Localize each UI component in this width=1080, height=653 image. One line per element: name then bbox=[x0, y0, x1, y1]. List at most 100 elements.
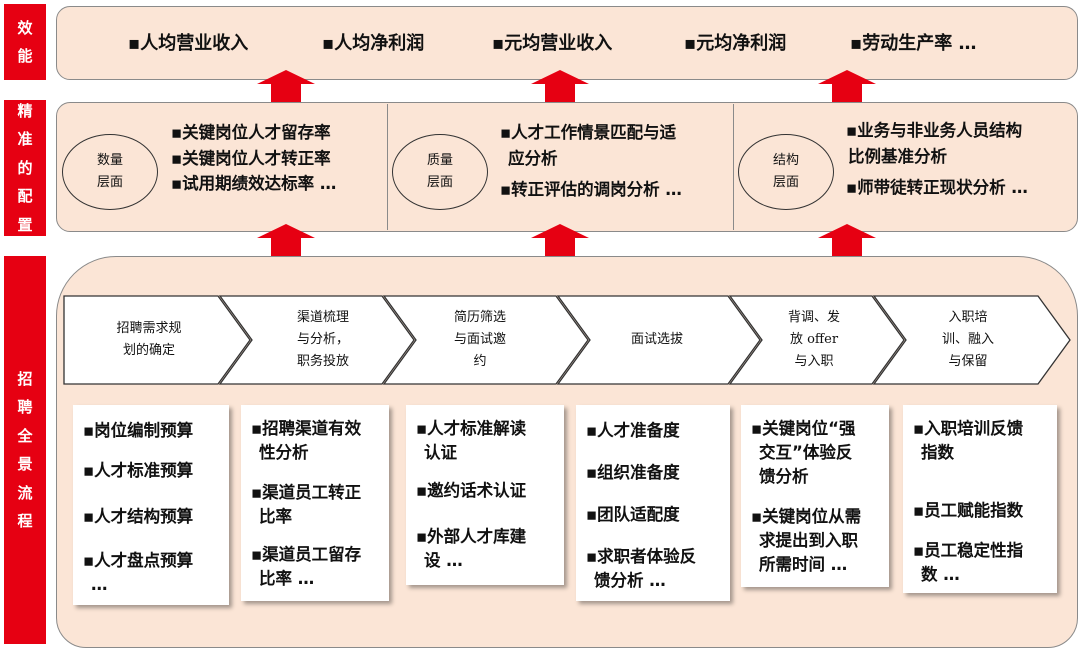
circle-label: 结构 bbox=[772, 152, 799, 168]
side-label-char: 精 bbox=[17, 101, 33, 120]
side-label-char: 全 bbox=[17, 426, 33, 445]
list-item: ▪关键岗位人才转正率 bbox=[171, 148, 331, 168]
step-training-retention: 入职培训、融入与保留 bbox=[908, 296, 1028, 384]
box-item: ▪人才标准预算 bbox=[83, 459, 223, 483]
metric-per-capita-revenue: ▪人均营业收入 bbox=[128, 33, 249, 54]
box-item: ▪入职培训反馈指数 bbox=[913, 417, 1051, 465]
box-item: ▪员工稳定性指数 … bbox=[913, 539, 1051, 587]
side-label-char: 的 bbox=[17, 158, 33, 177]
allocation-divider bbox=[733, 104, 734, 230]
circle-label: 质量 bbox=[426, 152, 453, 168]
text-line: ▪人才盘点预算 bbox=[83, 551, 194, 570]
up-arrow-icon bbox=[257, 224, 315, 260]
text-line: ▪招聘渠道有效 bbox=[251, 419, 362, 438]
box-training-retention: ▪入职培训反馈指数 ▪员工赋能指数 ▪员工稳定性指数 … bbox=[903, 405, 1057, 593]
text-line: 数 … bbox=[921, 564, 960, 584]
text-line: ▪外部人才库建 bbox=[416, 527, 527, 546]
side-label-efficiency: 效能 bbox=[4, 4, 46, 80]
step-resume-screening: 简历筛选与面试邀约 bbox=[420, 296, 540, 384]
text-line: 职务投放 bbox=[296, 354, 349, 370]
quality-dimension-circle: 质量 层面 bbox=[392, 134, 488, 210]
up-arrow-icon bbox=[818, 224, 876, 260]
box-channel-sourcing: ▪招聘渠道有效性分析 ▪渠道员工转正比率 ▪渠道员工留存比率 … bbox=[241, 405, 389, 601]
box-item: ▪关键岗位“强交互”体验反馈分析 bbox=[751, 417, 883, 489]
allocation-divider bbox=[387, 104, 388, 230]
text-line: 所需时间 … bbox=[759, 554, 848, 574]
up-arrow-icon bbox=[531, 224, 589, 260]
list-item: ▪师带徒转正现状分析 … bbox=[846, 178, 1028, 198]
text-line: 比率 … bbox=[259, 568, 315, 588]
text-line: 面试选拔 bbox=[630, 331, 683, 347]
text-line: 放 offer bbox=[789, 331, 839, 347]
box-item: ▪求职者体验反馈分析 … bbox=[586, 545, 724, 593]
box-item: ▪邀约话术认证 bbox=[416, 479, 558, 503]
metric-per-capita-profit: ▪人均净利润 bbox=[322, 33, 425, 54]
quantity-metrics: ▪关键岗位人才留存率 ▪关键岗位人才转正率 ▪试用期绩效达标率 … bbox=[171, 120, 336, 197]
text-line: 馈分析 … bbox=[594, 570, 666, 590]
text-line: ▪入职培训反馈 bbox=[913, 419, 1024, 438]
circle-label: 数量 bbox=[96, 152, 123, 168]
text-line: 简历筛选 bbox=[453, 309, 506, 325]
side-label-char: 效 bbox=[17, 18, 33, 37]
text-line: ▪人才标准解读 bbox=[416, 419, 527, 438]
text-line: ▪组织准备度 bbox=[586, 463, 680, 482]
text-line: 渠道梳理 bbox=[296, 309, 349, 325]
up-arrow-icon bbox=[531, 70, 589, 106]
efficiency-panel bbox=[56, 6, 1078, 80]
box-item: ▪团队适配度 bbox=[586, 503, 724, 527]
box-item: ▪员工赋能指数 bbox=[913, 499, 1051, 523]
side-label-char: 景 bbox=[17, 455, 33, 473]
text-line: 与保留 bbox=[948, 354, 988, 370]
text-line: ▪人才准备度 bbox=[586, 421, 680, 440]
side-label-char: 准 bbox=[17, 130, 33, 149]
text-line: ▪邀约话术认证 bbox=[416, 481, 527, 500]
box-item: ▪岗位编制预算 bbox=[83, 419, 223, 443]
text-line: ▪岗位编制预算 bbox=[83, 421, 194, 440]
box-item: ▪招聘渠道有效性分析 bbox=[251, 417, 383, 465]
side-label-char: 程 bbox=[17, 512, 33, 530]
box-item: ▪外部人才库建设 … bbox=[416, 525, 558, 573]
list-item: ▪业务与非业务人员结构 bbox=[846, 121, 1023, 140]
text-line: ▪关键岗位“强 bbox=[751, 419, 856, 438]
up-arrow-icon bbox=[818, 70, 876, 106]
text-line: ▪员工赋能指数 bbox=[913, 501, 1024, 520]
text-line: 馈分析 bbox=[759, 466, 809, 486]
text-line: ▪人才结构预算 bbox=[83, 507, 194, 526]
quality-metrics: ▪人才工作情景匹配与适 应分析 ▪转正评估的调岗分析 … bbox=[500, 120, 682, 203]
box-item: ▪组织准备度 bbox=[586, 461, 724, 485]
quantity-dimension-circle: 数量 层面 bbox=[62, 134, 158, 210]
list-item: ▪关键岗位人才留存率 bbox=[171, 123, 331, 142]
box-resume-screening: ▪人才标准解读认证 ▪邀约话术认证 ▪外部人才库建设 … bbox=[406, 405, 564, 585]
text-line: 指数 bbox=[921, 442, 954, 462]
text-line: ▪渠道员工留存 bbox=[251, 545, 362, 564]
text-line: 划的确定 bbox=[122, 343, 175, 358]
text-line: 与面试邀 bbox=[453, 331, 506, 347]
text-line: 招聘需求规 bbox=[116, 320, 182, 336]
circle-label: 层面 bbox=[426, 175, 453, 190]
text-line: 与分析， bbox=[296, 331, 349, 347]
text-line: 设 … bbox=[424, 550, 463, 570]
box-item: ▪渠道员工留存比率 … bbox=[251, 543, 383, 591]
box-demand-planning: ▪岗位编制预算 ▪人才标准预算 ▪人才结构预算 ▪人才盘点预算… bbox=[73, 405, 229, 605]
side-label-char: 置 bbox=[17, 215, 33, 234]
box-interview-selection: ▪人才准备度 ▪组织准备度 ▪团队适配度 ▪求职者体验反馈分析 … bbox=[576, 405, 730, 601]
list-item: ▪转正评估的调岗分析 … bbox=[500, 180, 682, 200]
box-item: ▪人才盘点预算… bbox=[83, 549, 223, 597]
list-item: 应分析 bbox=[508, 148, 558, 168]
side-label-allocation: 精准的配置 bbox=[4, 100, 46, 236]
text-line: ▪求职者体验反 bbox=[586, 547, 697, 566]
text-line: ▪人才标准预算 bbox=[83, 461, 194, 480]
circle-label: 层面 bbox=[96, 175, 123, 190]
step-interview-selection: 面试选拔 bbox=[592, 296, 722, 384]
box-item: ▪人才准备度 bbox=[586, 419, 724, 443]
metric-per-yuan-revenue: ▪元均营业收入 bbox=[492, 33, 613, 54]
text-line: 背调、发 bbox=[787, 309, 840, 325]
box-item: ▪关键岗位从需求提出到入职所需时间 … bbox=[751, 505, 883, 577]
circle-label: 层面 bbox=[772, 175, 799, 190]
text-line: 认证 bbox=[424, 442, 457, 462]
up-arrow-icon bbox=[257, 70, 315, 106]
side-label-char: 配 bbox=[17, 187, 33, 206]
text-line: 约 bbox=[473, 354, 487, 370]
text-line: 入职培 bbox=[948, 309, 988, 325]
